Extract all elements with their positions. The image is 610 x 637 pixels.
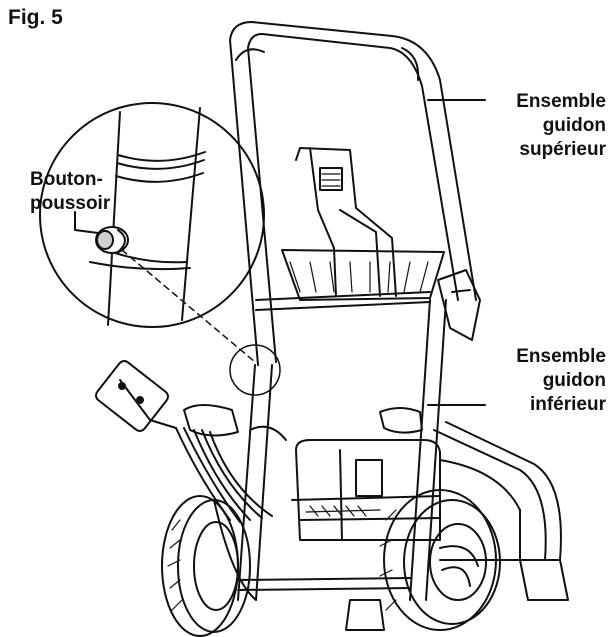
lower-handle-label-line-2: guidon — [542, 370, 606, 391]
push-button-label-line-2: poussoir — [30, 193, 111, 214]
left-wheel — [161, 495, 251, 637]
lower-handle-label-line-3: inférieur — [529, 394, 606, 415]
detail-magnifier — [39, 102, 281, 396]
accessory-holder — [281, 147, 445, 301]
detail-dashed-leader — [121, 249, 256, 363]
magnifier-circle — [39, 102, 265, 328]
upper-handle-label-line-2: guidon — [542, 115, 606, 136]
magnified-band-3 — [115, 172, 204, 183]
push-button-icon — [95, 226, 129, 254]
upper-handle — [229, 21, 477, 366]
figure-title: Fig. 5 — [8, 6, 63, 29]
upper-handle-label-line-3: supérieur — [519, 139, 606, 160]
magnified-tube-left — [107, 111, 121, 326]
magnified-band-1 — [117, 151, 206, 162]
right-wheel — [379, 489, 501, 631]
hose-coil — [95, 360, 273, 601]
leader-lines — [74, 99, 486, 406]
upper-handle-label: Ensemble guidon supérieur — [470, 90, 606, 162]
motor-body — [183, 404, 521, 561]
magnified-joint — [111, 251, 187, 264]
handle-clip — [437, 269, 481, 341]
magnified-band-2 — [116, 159, 205, 170]
lower-handle — [237, 291, 562, 601]
push-button-leader — [74, 211, 99, 234]
lower-handle-label-line-1: Ensemble — [516, 346, 606, 367]
upper-handle-label-line-1: Ensemble — [516, 91, 606, 112]
magnified-joint-2 — [89, 261, 191, 271]
small-detail-circle — [229, 344, 281, 396]
axle-and-feet — [237, 559, 569, 631]
lower-handle-label: Ensemble guidon inférieur — [470, 345, 606, 417]
magnified-tube-right — [181, 107, 201, 321]
